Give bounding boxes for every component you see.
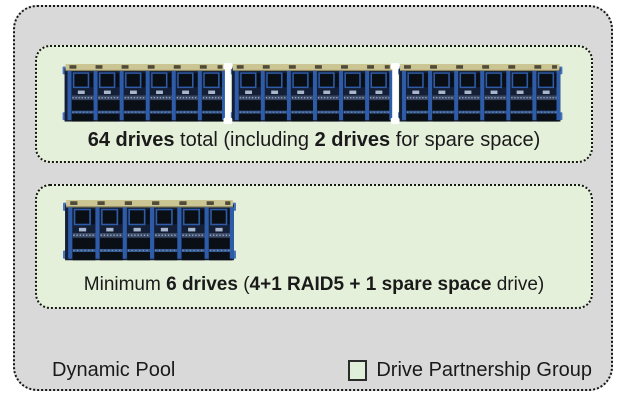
- dynamic-pool-box: 64 drives total (including 2 drives for …: [13, 5, 613, 391]
- drive-partnership-group-swatch-icon: [348, 359, 368, 381]
- legend-label: Drive Partnership Group: [376, 358, 592, 381]
- pool-footer: Dynamic Pool Drive Partnership Group: [52, 357, 592, 383]
- drive-array-image-min: [63, 199, 236, 263]
- pool-label: Dynamic Pool: [52, 358, 176, 381]
- legend: Drive Partnership Group: [348, 359, 592, 382]
- drive-partnership-group-min: Minimum 6 drives (4+1 RAID5 + 1 spare sp…: [35, 184, 593, 309]
- drive-array-image-64: [61, 63, 564, 124]
- drive-partnership-group-64: 64 drives total (including 2 drives for …: [35, 45, 593, 163]
- group-caption-64: 64 drives total (including 2 drives for …: [87, 129, 541, 151]
- group-caption-min: Minimum 6 drives (4+1 RAID5 + 1 spare sp…: [83, 274, 545, 295]
